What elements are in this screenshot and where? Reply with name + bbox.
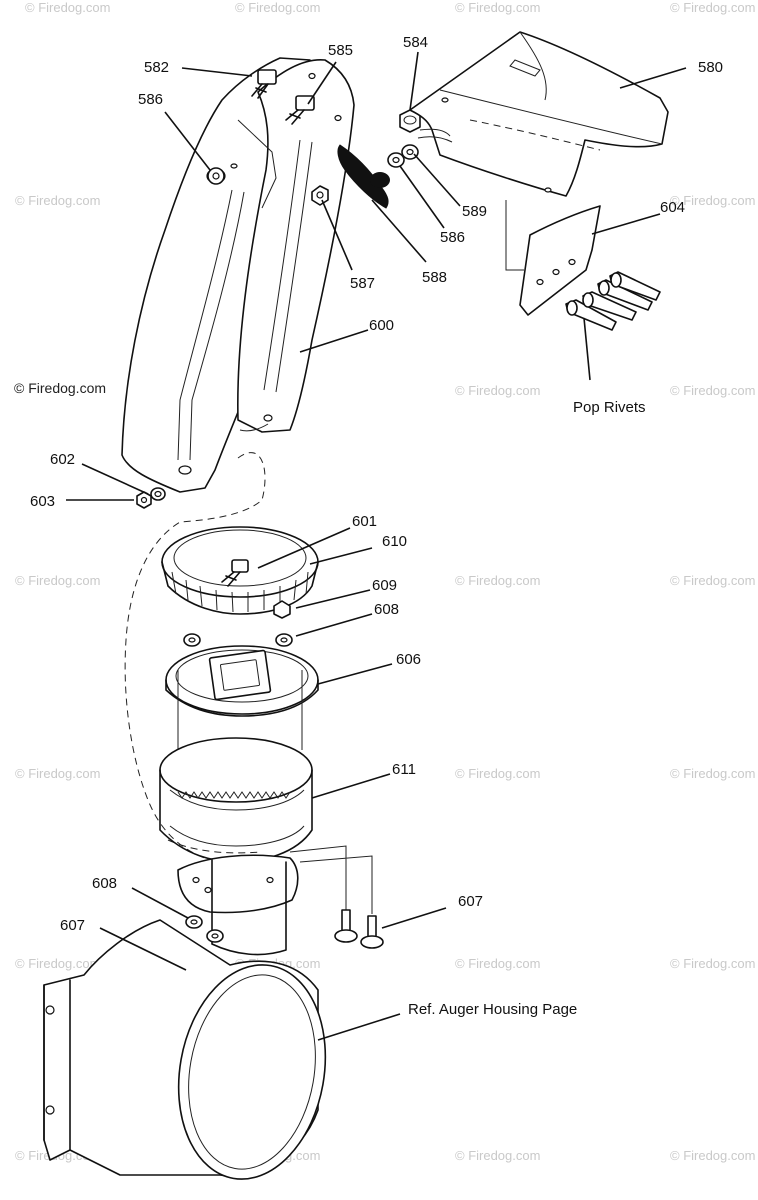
watermark: © Firedog.com [670, 573, 755, 588]
callout-611: 611 [392, 761, 416, 778]
watermark: © Firedog.com [670, 1148, 755, 1163]
pop-rivets [565, 271, 661, 331]
deflector-580 [409, 31, 669, 197]
chute-ring-610 [161, 526, 319, 619]
watermark: © Firedog.com [455, 1148, 540, 1163]
alignment-line [177, 670, 303, 750]
callout-601: 601 [352, 513, 377, 530]
bolt-582 [251, 69, 277, 99]
alignment-line [505, 200, 524, 271]
flap-604 [519, 205, 601, 316]
watermark: © Firedog.com [25, 0, 110, 15]
washer-602 [150, 487, 166, 501]
callout-582: 582 [144, 59, 169, 76]
watermark: © Firedog.com [455, 573, 540, 588]
callout-602: 602 [50, 451, 75, 468]
callout-600: 600 [369, 317, 394, 334]
watermark-dark: © Firedog.com [14, 380, 106, 396]
watermark: © Firedog.com [455, 383, 540, 398]
ref-auger-housing-label: Ref. Auger Housing Page [408, 1001, 577, 1018]
washer-608-lower [185, 915, 224, 943]
swing-path [124, 452, 266, 861]
washer-608-ring [183, 633, 293, 647]
callout-609: 609 [372, 577, 397, 594]
chute-extension-600 [121, 57, 355, 493]
auger-housing [43, 919, 327, 1180]
callout-603: 603 [30, 493, 55, 510]
watermark: © Firedog.com [670, 383, 755, 398]
callout-606: 606 [396, 651, 421, 668]
watermark: © Firedog.com [15, 573, 100, 588]
alignment-line [289, 845, 373, 914]
wing-knob-588 [337, 144, 390, 209]
callout-584: 584 [403, 34, 428, 51]
callout-604: 604 [660, 199, 685, 216]
callout-labels: 582 586 585 584 580 589 586 587 588 604 … [30, 34, 723, 1018]
pop-rivets-label: Pop Rivets [573, 399, 646, 416]
chute-plate-606 [165, 645, 319, 717]
callout-587: 587 [350, 275, 375, 292]
watermark-layer: © Firedog.com © Firedog.com © Firedog.co… [15, 0, 755, 1163]
callout-585: 585 [328, 42, 353, 59]
watermark: © Firedog.com [15, 766, 100, 781]
watermark: © Firedog.com [455, 766, 540, 781]
watermark: © Firedog.com [670, 956, 755, 971]
washer-586-lower [387, 152, 405, 168]
watermark: © Firedog.com [15, 956, 100, 971]
watermark: © Firedog.com [235, 0, 320, 15]
watermark: © Firedog.com [670, 0, 755, 15]
watermark: © Firedog.com [455, 956, 540, 971]
washer-589 [401, 144, 419, 160]
nut-603 [136, 491, 152, 509]
bolt-585 [285, 95, 315, 125]
callout-607-right: 607 [458, 893, 483, 910]
callout-586-upper: 586 [138, 91, 163, 108]
bolt-607-right [334, 909, 384, 949]
callout-608-lower: 608 [92, 875, 117, 892]
watermark: © Firedog.com [15, 193, 100, 208]
watermark: © Firedog.com [455, 0, 540, 15]
nut-587 [311, 185, 329, 206]
callout-607-left: 607 [60, 917, 85, 934]
gear-ring-611 [159, 737, 313, 863]
leader-lines [66, 51, 687, 1041]
washer-586-upper [207, 167, 225, 185]
watermark: © Firedog.com [670, 193, 755, 208]
callout-588: 588 [422, 269, 447, 286]
callout-580: 580 [698, 59, 723, 76]
chute-base-bracket [177, 854, 299, 956]
callout-589: 589 [462, 203, 487, 220]
watermark: © Firedog.com [670, 766, 755, 781]
callout-586-lower: 586 [440, 229, 465, 246]
callout-608-upper: 608 [374, 601, 399, 618]
callout-610: 610 [382, 533, 407, 550]
